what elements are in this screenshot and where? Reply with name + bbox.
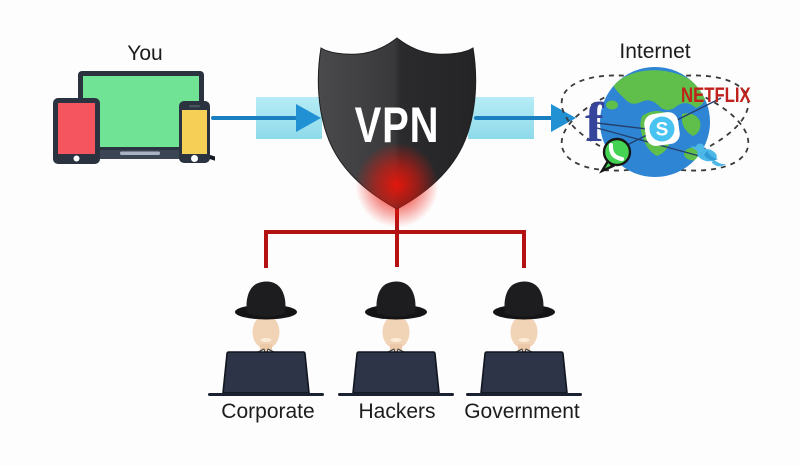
government-label: Government [464,400,580,423]
hacker-hackers-icon [338,281,454,396]
user-devices-icon [53,71,215,164]
arrow-right-icon [551,104,576,132]
arrow-left-line [211,116,297,120]
spy-connector-right [522,230,526,268]
vpn-label: VPN [354,97,440,153]
spy-connector-horizontal [264,230,526,234]
tablet-icon [53,98,100,164]
facebook-icon: f [585,92,605,154]
internet-label: Internet [619,40,691,63]
twitter-icon [690,143,726,167]
spy-connector-left [264,230,268,268]
netflix-wordmark: NETFLIX [681,84,751,108]
hackers-label: Hackers [358,400,436,423]
red-glow [355,142,439,228]
hacker-corporate-icon [208,281,324,396]
whatsapp-icon [598,137,632,174]
arrow-right-line [474,116,553,120]
skype-icon: S [644,112,680,146]
phone-icon [179,101,215,163]
corporate-label: Corporate [221,400,315,423]
internet-globe-icon: f S [560,67,750,177]
arrow-left-icon [296,104,321,132]
svg-text:S: S [656,120,669,141]
hacker-government-icon [466,281,582,396]
you-label: You [127,42,163,65]
